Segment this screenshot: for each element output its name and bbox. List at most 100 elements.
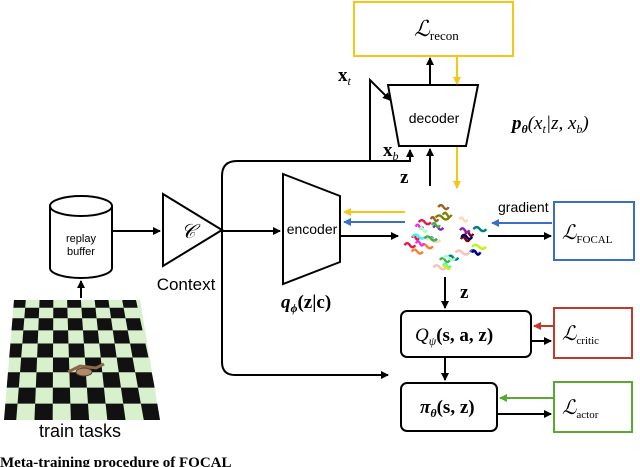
checker-tile (68, 343, 85, 358)
latent-point (430, 221, 441, 229)
checker-tile (86, 387, 106, 404)
decoder-dist-label: pθ(xt|z, xb) (510, 113, 589, 136)
checker-tile (96, 318, 113, 331)
checker-tile (39, 300, 54, 308)
encoder-block (282, 172, 341, 286)
latent-point (442, 263, 452, 271)
x-t-label: xt (338, 65, 352, 88)
checker-tile (102, 372, 121, 388)
x-t-path (369, 77, 391, 161)
latent-point (472, 225, 488, 233)
latent-point (434, 214, 451, 221)
replay-buffer: replay buffer (49, 195, 113, 279)
latent-point (471, 243, 487, 251)
encoder-label: encoder (287, 221, 338, 237)
checker-tile (20, 357, 38, 373)
latent-point (460, 233, 474, 241)
critic-loss-label: ℒcritic (562, 323, 599, 347)
decoder-block (386, 84, 480, 147)
train-tasks-checkerboard (4, 300, 160, 420)
x-b-label: xb (383, 140, 399, 163)
latent-point (446, 254, 460, 261)
context-block (162, 192, 224, 268)
latent-point (432, 264, 448, 271)
checker-tile (8, 318, 25, 331)
latent-point (437, 203, 450, 211)
replay-buffer-label-2: buffer (67, 246, 95, 258)
checker-tile (22, 330, 39, 344)
checker-tile (24, 307, 40, 319)
checker-tile (38, 318, 54, 331)
checker-tile (17, 387, 36, 404)
latent-point (410, 248, 424, 255)
checker-tile (82, 330, 100, 344)
ant-robot (67, 362, 105, 377)
checker-tile (81, 307, 97, 319)
context-bus-line (221, 160, 370, 230)
replay-buffer-label-1: replay (66, 233, 96, 245)
checker-tile (135, 372, 155, 388)
checker-tile (4, 372, 21, 388)
latent-point (441, 211, 453, 218)
critic-loss-box (553, 307, 633, 359)
actor-loss-label: ℒactor (562, 397, 599, 421)
checker-tile (35, 372, 53, 388)
checker-tile (53, 307, 68, 319)
checker-tile (37, 343, 54, 358)
critic-label: Qψ(s, a, z) (415, 325, 493, 348)
latent-point (418, 226, 428, 234)
context-label: Context (157, 275, 216, 294)
critic-box (400, 310, 532, 358)
checker-tile (34, 403, 53, 420)
latent-point (471, 249, 482, 256)
actor-loss-box (553, 381, 633, 433)
latent-point (454, 249, 471, 256)
checker-tile (5, 343, 23, 358)
latent-point (403, 241, 417, 249)
z-top-label: z (400, 167, 409, 188)
z-bottom-label: z (460, 282, 469, 303)
checker-tile (105, 403, 126, 420)
recon-loss-box (353, 1, 514, 57)
latent-point (414, 240, 426, 247)
checker-tile (11, 300, 26, 308)
checker-tile (109, 307, 126, 319)
context-to-actor-line (221, 230, 389, 379)
checker-tile (122, 300, 138, 308)
checker-tile (116, 357, 136, 373)
checker-tile (120, 387, 141, 404)
checker-tile (67, 318, 83, 331)
checker-tile (125, 318, 143, 331)
latent-embedding-cluster (403, 203, 488, 271)
latent-point (438, 256, 451, 264)
latent-point (442, 254, 456, 262)
checker-tile (112, 330, 131, 344)
latent-point (423, 235, 438, 242)
focal-loss-box (553, 201, 635, 261)
latent-point (429, 215, 440, 223)
decoder-label: decoder (409, 110, 460, 126)
checker-tile (53, 330, 69, 344)
latent-point (417, 219, 432, 226)
focal-loss-label: ℒFOCAL (562, 222, 613, 246)
encoder-dist-label: qϕ(z|c) (281, 292, 331, 315)
actor-label: πθ(s, z) (420, 397, 475, 420)
actor-box (400, 382, 498, 432)
x-b-path (370, 149, 414, 162)
checker-tile (130, 343, 149, 358)
latent-point (411, 233, 427, 240)
checker-tile (140, 403, 160, 420)
latent-point (459, 227, 471, 234)
checker-tile (67, 300, 82, 308)
gradient-label: gradient (498, 199, 549, 215)
checker-tile (70, 403, 90, 420)
latent-point (458, 216, 469, 223)
checker-tile (52, 387, 71, 404)
checker-tile (94, 300, 110, 308)
checker-tile (52, 357, 70, 373)
figure-caption: Meta-training procedure of FOCAL (0, 455, 232, 467)
train-tasks-label: train tasks (39, 421, 121, 441)
checker-tile (4, 403, 18, 420)
checker-tile (99, 343, 117, 358)
